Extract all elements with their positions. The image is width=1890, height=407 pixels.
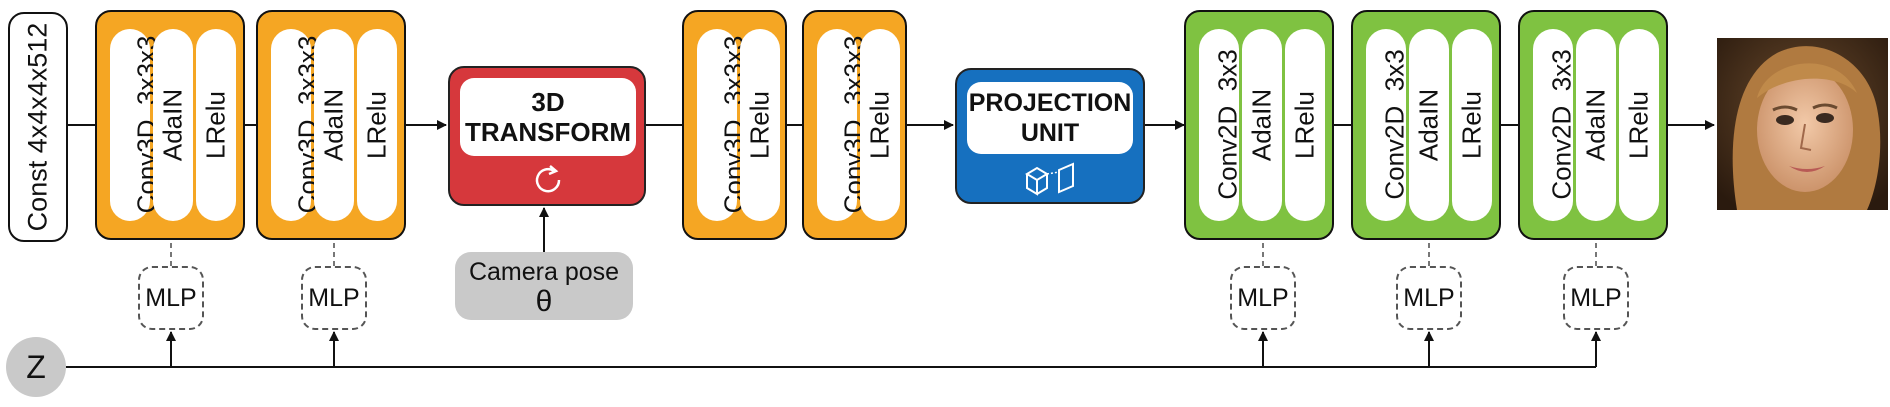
conv-pill: Conv3D 3x3x3 xyxy=(110,29,161,221)
lrelu-pill: LRelu xyxy=(740,29,780,221)
mlp-box-1: MLP xyxy=(138,266,204,330)
mlp-box-4: MLP xyxy=(1396,266,1462,330)
conv-pill: Conv3D 3x3x3 xyxy=(697,29,748,221)
face-photo xyxy=(1717,38,1888,210)
mlp-box-5: MLP xyxy=(1563,266,1629,330)
conv-type-label: Conv2D xyxy=(1212,105,1243,200)
conv-type-label: Conv2D xyxy=(1546,105,1577,200)
const-label: Const 4x4x4x512 xyxy=(22,22,53,232)
lrelu-pill: LRelu xyxy=(1452,29,1492,221)
norm-label: AdaIN xyxy=(1246,88,1277,162)
conv3d-adain-block-2: Conv3D 3x3x3 AdaIN LRelu xyxy=(256,10,406,240)
z-latent-circle: Z xyxy=(6,337,66,397)
act-label: LRelu xyxy=(361,91,392,159)
act-label: LRelu xyxy=(744,91,775,159)
adain-pill: AdaIN xyxy=(153,29,193,221)
3d-transform-block: 3D TRANSFORM xyxy=(448,66,646,206)
z-label: Z xyxy=(26,348,46,385)
mlp-box-2: MLP xyxy=(301,266,367,330)
conv2d-adain-block-1: Conv2D 3x3 AdaIN LRelu xyxy=(1184,10,1334,240)
act-label: LRelu xyxy=(864,91,895,159)
conv-type-label: Conv2D xyxy=(1379,105,1410,200)
conv-pill: Conv3D 3x3x3 xyxy=(817,29,868,221)
conv2d-adain-block-3: Conv2D 3x3 AdaIN LRelu xyxy=(1518,10,1668,240)
lrelu-pill: LRelu xyxy=(196,29,236,221)
projection-title-line2: UNIT xyxy=(1020,119,1080,147)
rotate-icon xyxy=(535,165,561,193)
conv3d-adain-block-1: Conv3D 3x3x3 AdaIN LRelu xyxy=(95,10,245,240)
norm-label: AdaIN xyxy=(318,88,349,162)
lrelu-pill: LRelu xyxy=(1619,29,1659,221)
conv2d-adain-block-2: Conv2D 3x3 AdaIN LRelu xyxy=(1351,10,1501,240)
conv3d-lrelu-block-1: Conv3D 3x3x3 LRelu xyxy=(682,10,787,240)
lrelu-pill: LRelu xyxy=(1285,29,1325,221)
conv-pill: Conv2D 3x3 xyxy=(1366,29,1410,221)
projection-title: PROJECTION UNIT xyxy=(967,82,1133,154)
conv-pill: Conv3D 3x3x3 xyxy=(271,29,322,221)
transform-title-line1: 3D xyxy=(531,87,565,117)
act-label: LRelu xyxy=(1289,91,1320,159)
adain-pill: AdaIN xyxy=(314,29,354,221)
kernel-label: 3x3 xyxy=(1379,49,1410,92)
act-label: LRelu xyxy=(1456,91,1487,159)
adain-pill: AdaIN xyxy=(1242,29,1282,221)
projection-cube-icon xyxy=(1025,162,1074,196)
adain-pill: AdaIN xyxy=(1409,29,1449,221)
norm-label: AdaIN xyxy=(157,88,188,162)
adain-pill: AdaIN xyxy=(1576,29,1616,221)
conv3d-lrelu-block-2: Conv3D 3x3x3 LRelu xyxy=(802,10,907,240)
theta-symbol: θ xyxy=(535,285,553,318)
projection-unit-block: PROJECTION UNIT xyxy=(955,68,1145,204)
camera-pose-input: Camera pose θ xyxy=(455,252,633,320)
act-label: LRelu xyxy=(200,91,231,159)
output-face-image xyxy=(1717,38,1888,210)
transform-title-line2: TRANSFORM xyxy=(464,117,632,147)
mlp-box-3: MLP xyxy=(1230,266,1296,330)
kernel-label: 3x3 xyxy=(1212,49,1243,92)
kernel-label: 3x3 xyxy=(1546,49,1577,92)
norm-label: AdaIN xyxy=(1413,88,1444,162)
const-input-box: Const 4x4x4x512 xyxy=(8,12,68,242)
camera-pose-label: Camera pose xyxy=(468,258,620,286)
conv-pill: Conv2D 3x3 xyxy=(1533,29,1577,221)
conv-pill: Conv2D 3x3 xyxy=(1199,29,1243,221)
act-label: LRelu xyxy=(1623,91,1654,159)
lrelu-pill: LRelu xyxy=(860,29,900,221)
projection-title-line1: PROJECTION xyxy=(968,89,1132,117)
lrelu-pill: LRelu xyxy=(357,29,397,221)
norm-label: AdaIN xyxy=(1580,88,1611,162)
transform-title: 3D TRANSFORM xyxy=(460,78,636,156)
